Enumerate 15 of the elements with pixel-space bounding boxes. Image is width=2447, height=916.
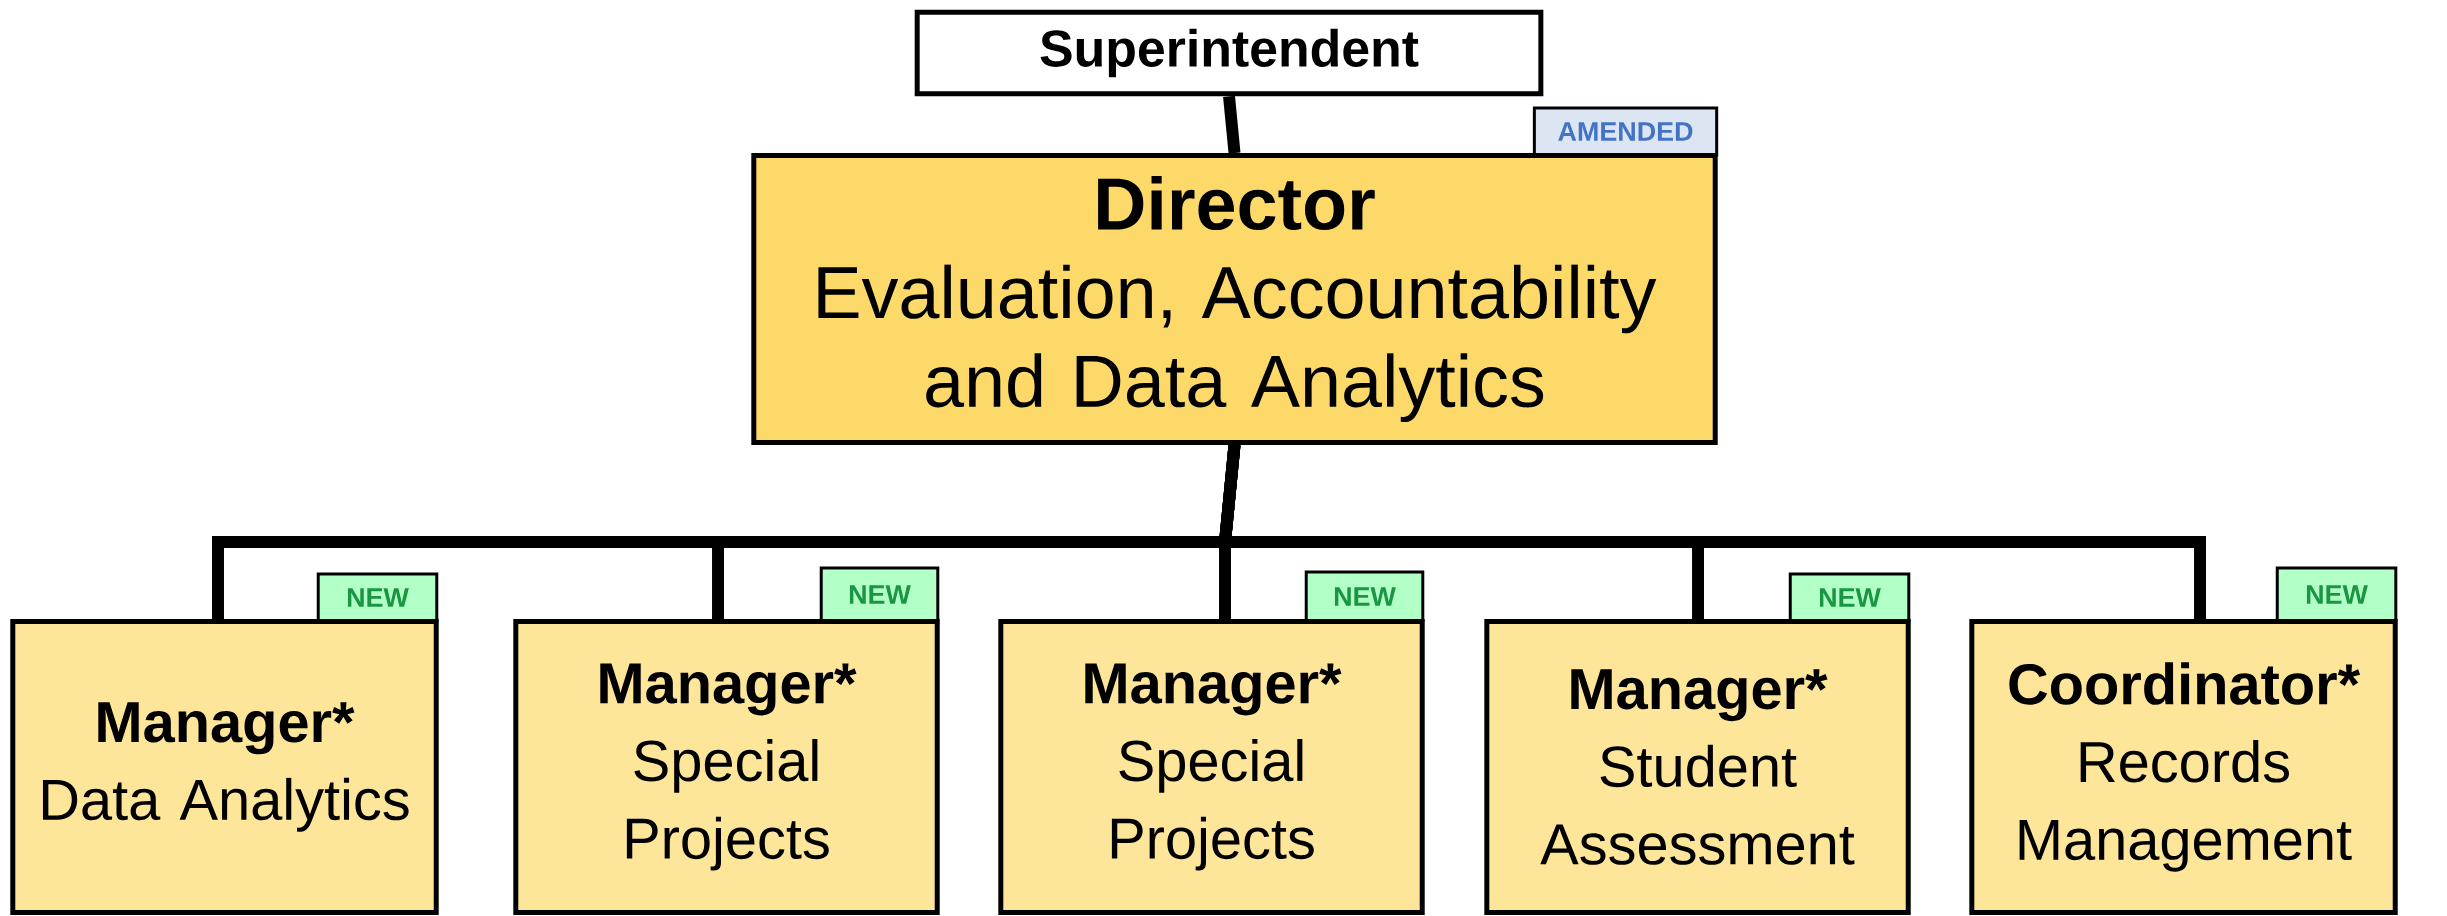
connector-line: [1223, 95, 1241, 154]
status-tag: NEW: [1788, 572, 1911, 623]
position-box: Manager* Special Projects: [513, 619, 940, 915]
position-box: Manager* Special Projects: [998, 619, 1425, 915]
title-box: Superintendent: [914, 9, 1544, 97]
status-tag: NEW: [819, 566, 940, 623]
position-box: Manager* Student Assessment: [1484, 619, 1911, 915]
director-box: Director Evaluation, Accountability and Data Analytics: [751, 153, 1718, 445]
position-box: Coordinator* Records Management: [1969, 619, 2398, 915]
position-box: Manager* Data Analytics: [10, 619, 439, 915]
status-tag: NEW: [1304, 570, 1425, 623]
status-tag: NEW: [316, 572, 439, 623]
status-tag: NEW: [2275, 566, 2398, 623]
status-tag: AMENDED: [1532, 106, 1719, 157]
connector-line: [1218, 444, 2206, 621]
